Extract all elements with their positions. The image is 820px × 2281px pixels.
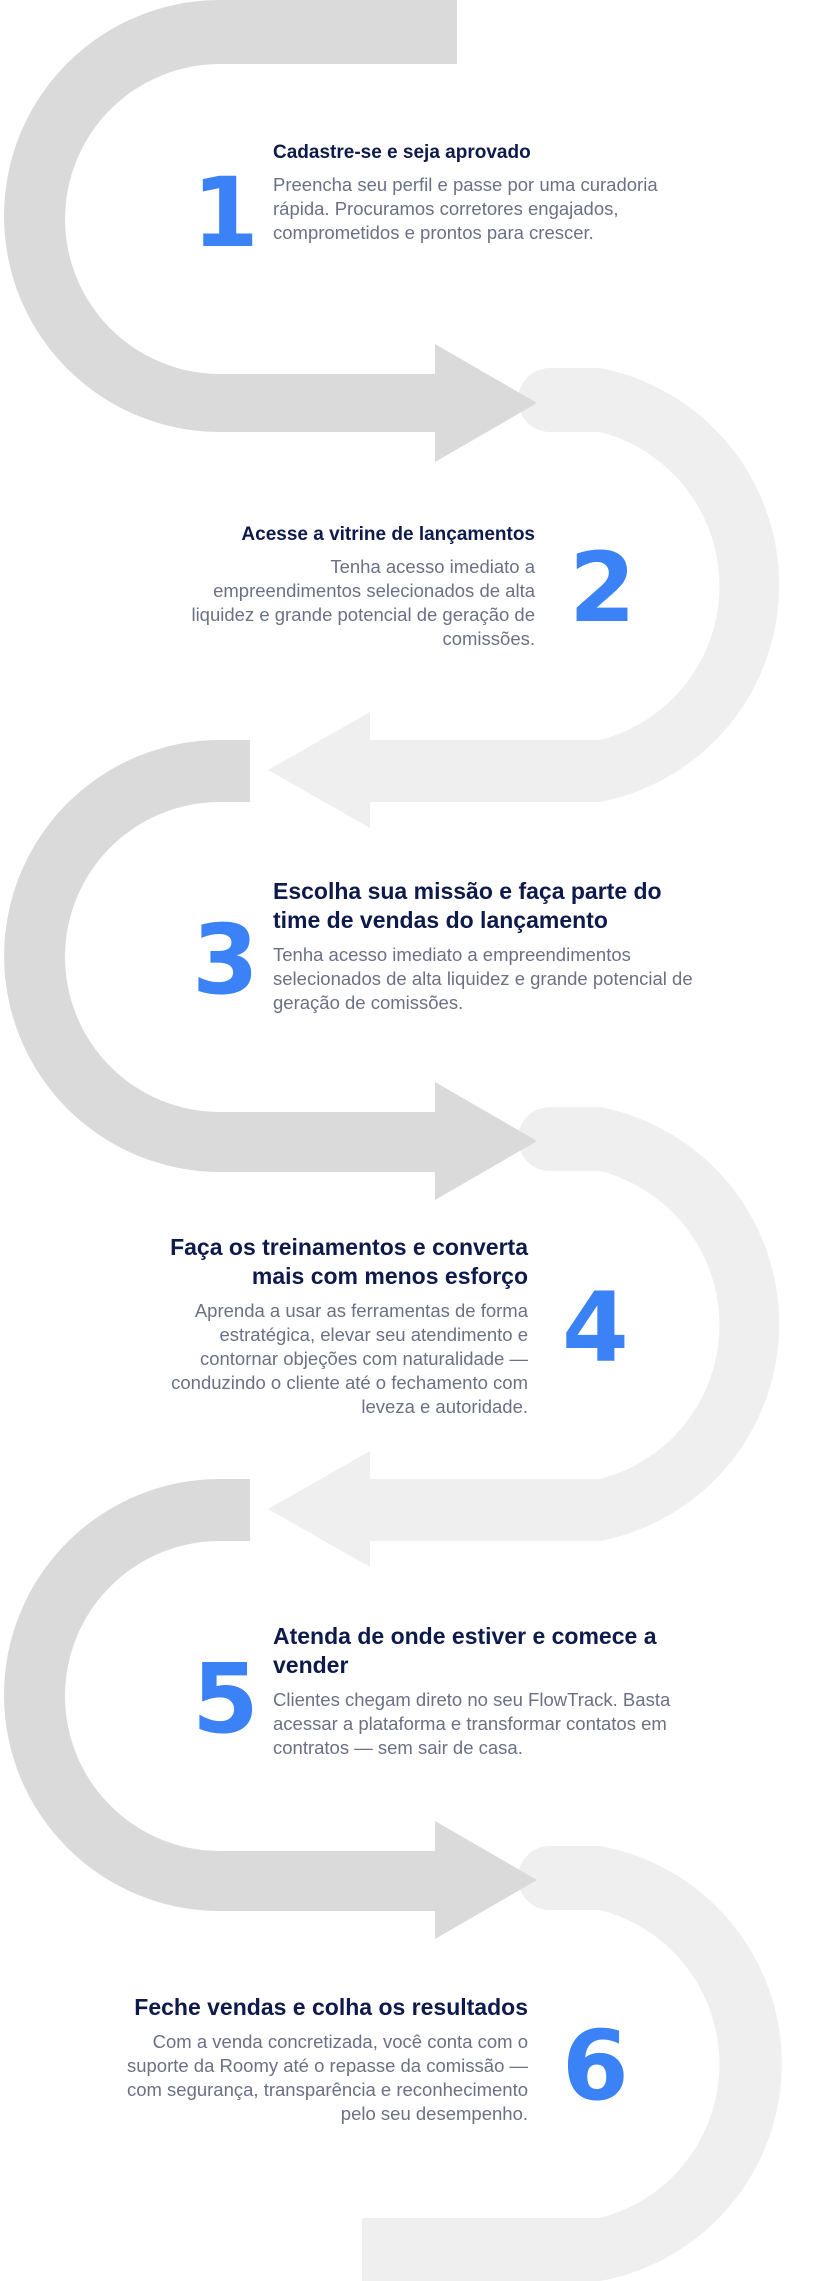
step-title: Atenda de onde estiver e comece a vender	[273, 1623, 657, 1678]
road-arrow-1	[435, 344, 537, 462]
step-description: Aprenda a usar as ferramentas de forma e…	[171, 1299, 528, 1417]
step-title: Escolha sua missão e faça parte do time …	[273, 878, 662, 933]
step-description: Tenha acesso imediato a empreendimentos …	[273, 943, 693, 1013]
step-description: Tenha acesso imediato a empreendimentos …	[191, 555, 535, 649]
road-curve-6	[362, 1846, 782, 2281]
road-arrow-4	[268, 1451, 370, 1567]
step-number: 5	[192, 1643, 259, 1755]
step-number: 3	[192, 904, 259, 1016]
road-curve-3	[4, 740, 436, 1172]
step-title: Faça os treinamentos e converta mais com…	[170, 1234, 528, 1289]
step-text: Cadastre-se e seja aprovado Preencha seu…	[273, 141, 673, 245]
road-curve-4	[370, 1107, 780, 1541]
step-description: Com a venda concretizada, você conta com…	[126, 2030, 528, 2124]
step-text: Escolha sua missão e faça parte do time …	[273, 877, 693, 1015]
road-arrow-3	[435, 1082, 537, 1200]
step-text: Feche vendas e colha os resultados Com a…	[110, 1993, 528, 2126]
step-description: Clientes chegam direto no seu FlowTrack.…	[273, 1688, 671, 1758]
step-text: Acesse a vitrine de lançamentos Tenha ac…	[190, 523, 535, 651]
step-number: 6	[562, 2010, 629, 2122]
step-text: Faça os treinamentos e converta mais com…	[140, 1233, 528, 1419]
step-title: Acesse a vitrine de lançamentos	[241, 524, 535, 545]
road-dark-segments	[4, 0, 537, 1939]
step-title: Feche vendas e colha os resultados	[134, 1994, 528, 2020]
step-text: Atenda de onde estiver e comece a vender…	[273, 1622, 693, 1760]
step-number: 1	[192, 157, 259, 269]
step-number: 4	[562, 1272, 629, 1384]
road-arrow-5	[435, 1821, 537, 1939]
road-curve-5	[4, 1479, 435, 1911]
road-curve-2	[370, 368, 780, 802]
road-arrow-2	[268, 712, 370, 828]
road-light-segments	[268, 368, 782, 2281]
road-curve-1	[4, 0, 457, 432]
step-description: Preencha seu perfil e passe por uma cura…	[273, 173, 658, 243]
step-title: Cadastre-se e seja aprovado	[273, 142, 531, 163]
step-number: 2	[569, 532, 636, 644]
